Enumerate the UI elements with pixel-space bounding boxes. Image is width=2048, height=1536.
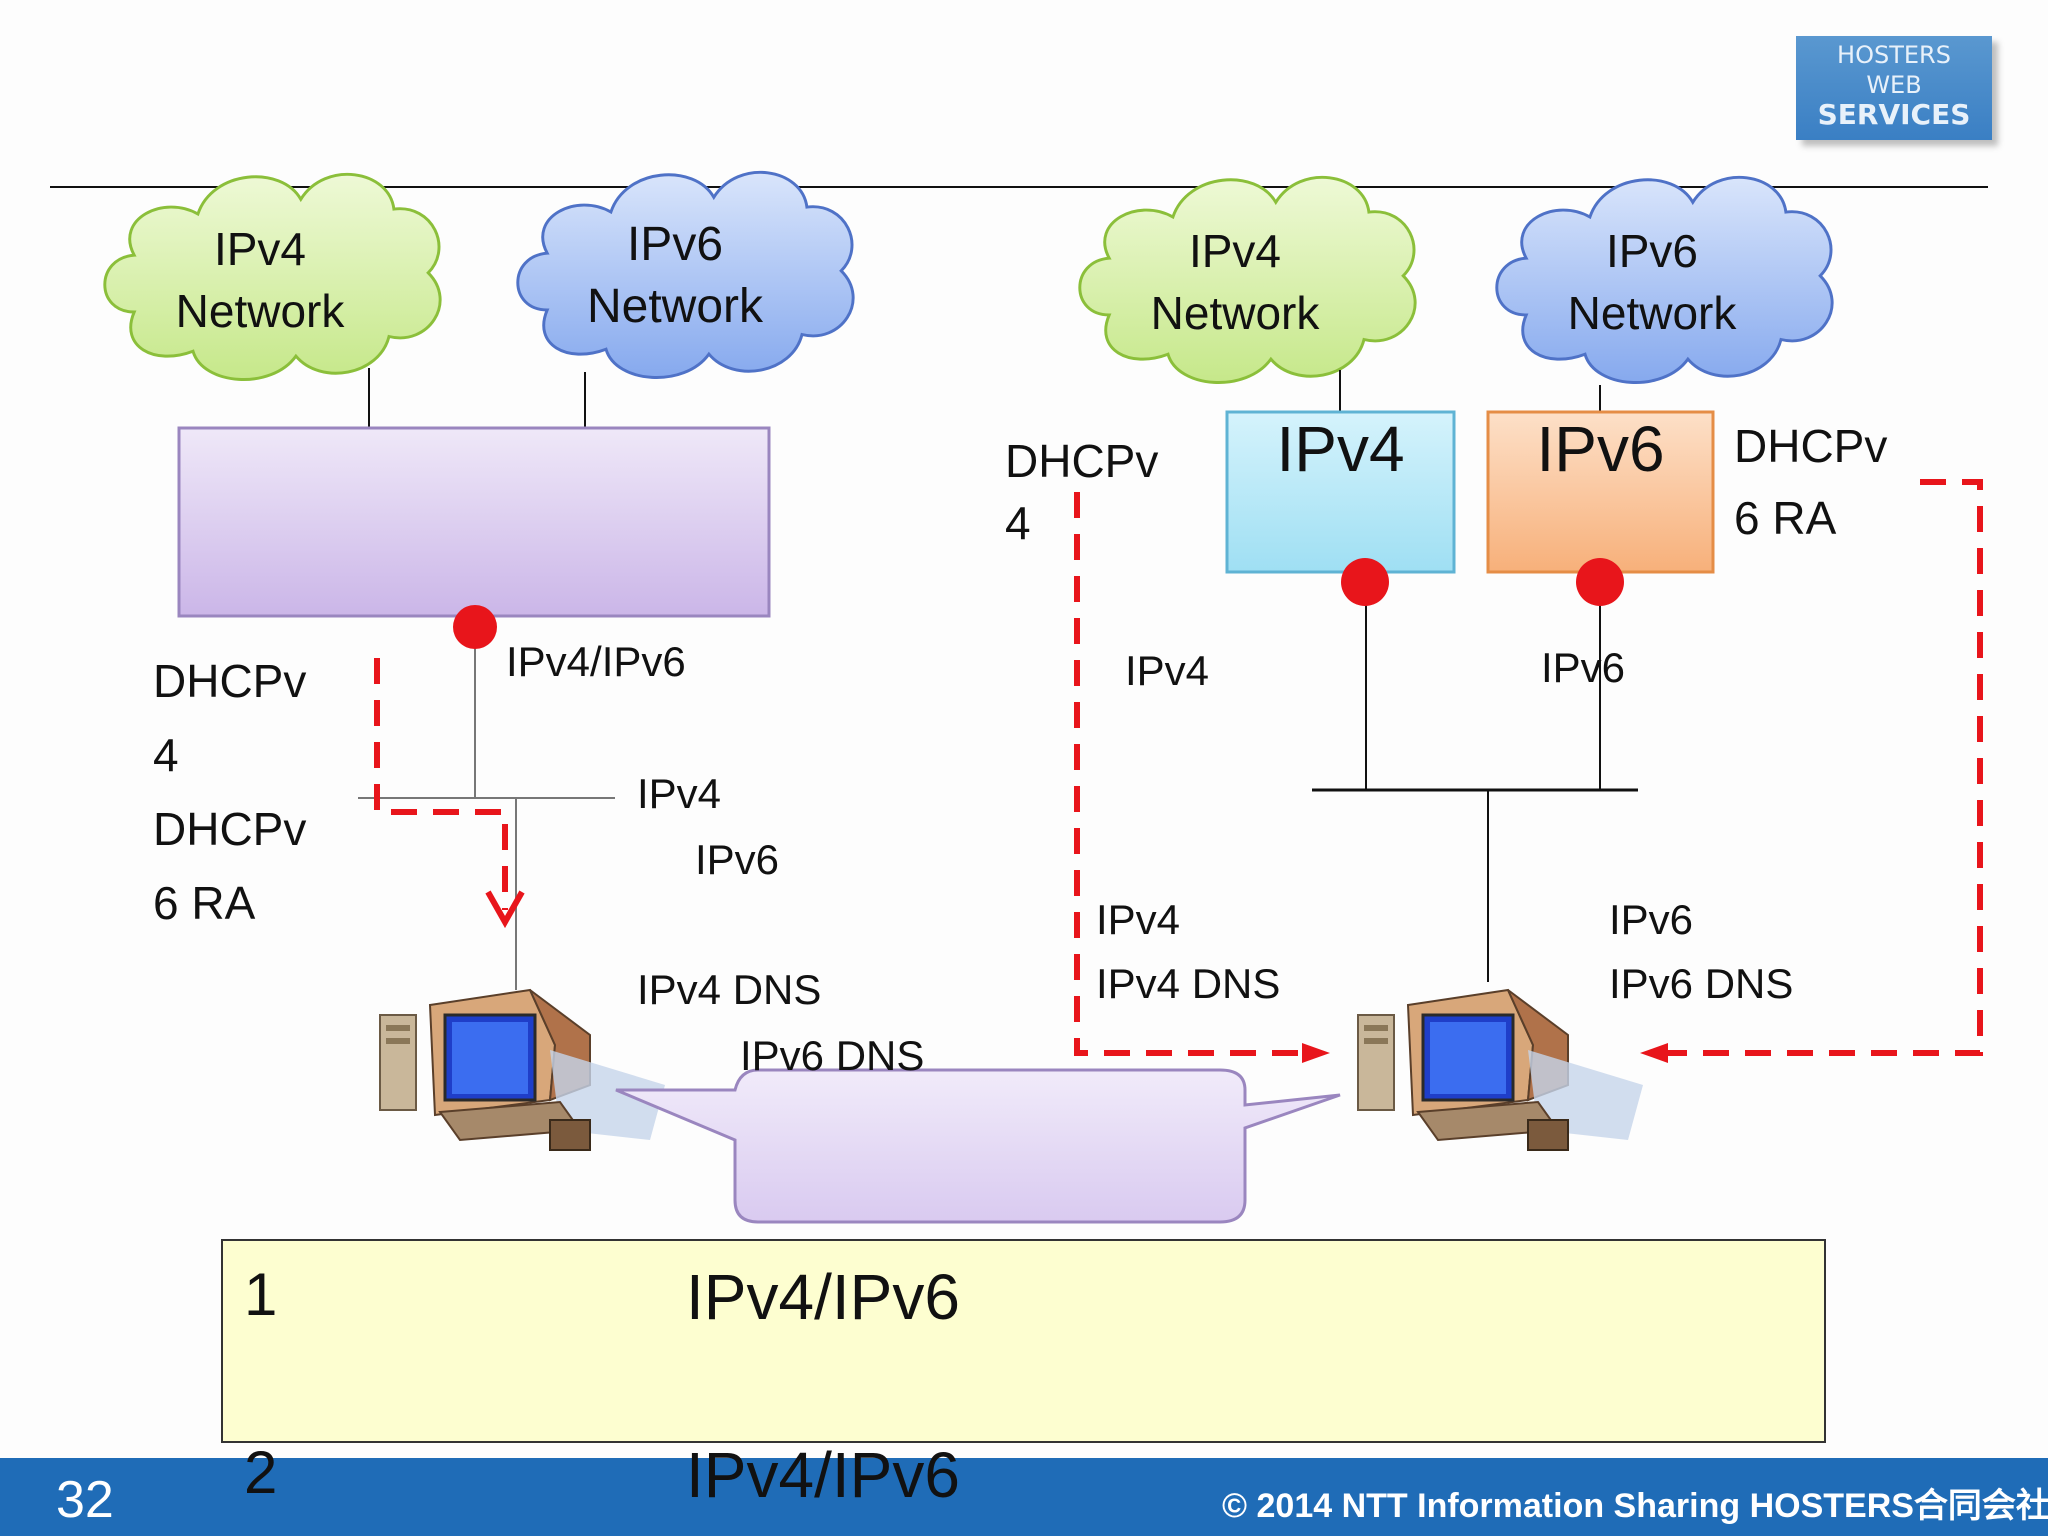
left-ipv4-cloud-line2: Network [175, 285, 345, 337]
note-box [221, 1239, 1826, 1443]
note-row2-number: 2 [244, 1439, 278, 1506]
right-link-ipv4: IPv4 [1125, 647, 1210, 694]
right-dhcpv6-label: DHCPv 6 RA [1734, 410, 1887, 554]
right-ipv6-port-dot [1576, 558, 1624, 606]
right-dhcpv4-arrow [1074, 492, 1310, 1056]
left-addr-ipv6: IPv6 [695, 836, 780, 883]
left-dhcp-line1: DHCPv [153, 655, 307, 707]
left-client-pc [378, 988, 667, 1152]
note-row2-text: IPv4/IPv6 [686, 1439, 960, 1511]
note-row1-number: 1 [244, 1261, 278, 1328]
left-dhcp-line2: 4 [153, 729, 179, 781]
callout-bubble [615, 1068, 1341, 1224]
note-row1-text: IPv4/IPv6 [686, 1261, 960, 1333]
right-ipv4-cloud-line2: Network [1150, 287, 1320, 339]
right-dhcpv4-line1: DHCPv [1005, 435, 1159, 487]
logo-line-2: WEB [1866, 71, 1922, 99]
right-client-pc [1356, 988, 1645, 1152]
right-dhcpv6-arrow [1660, 479, 1983, 1056]
right-ipv6-cloud-line1: IPv6 [1605, 225, 1699, 277]
right-dhcpv6-line2: 6 RA [1734, 492, 1837, 544]
right-ipv6-box-label: IPv6 [1536, 413, 1665, 485]
left-dns-ipv4: IPv4 DNS [637, 966, 822, 1013]
page-number: 32 [56, 1471, 114, 1529]
left-router-port-dot [453, 605, 497, 649]
right-ipv4-port-dot [1341, 558, 1389, 606]
right-dhcpv4-line2: 4 [1005, 497, 1031, 549]
right-ipv6-router-box [1486, 410, 1715, 574]
right-dns-ipv6: IPv6 DNS [1609, 960, 1794, 1007]
left-ipv6-cloud-line1: IPv6 [626, 218, 724, 271]
right-addr-ipv6: IPv6 [1609, 896, 1694, 943]
left-ipv4-cloud-line1: IPv4 [213, 223, 307, 275]
right-ipv6-cloud-label: IPv6 Network [1532, 220, 1772, 344]
right-dhcpv6-line1: DHCPv [1734, 420, 1888, 472]
right-ipv4-box-label: IPv4 [1276, 413, 1405, 485]
hosters-logo: HOSTERS WEB SERVICES [1796, 36, 1992, 140]
right-dns-ipv4: IPv4 DNS [1096, 960, 1281, 1007]
right-dhcpv4-label: DHCPv 4 [1005, 430, 1158, 554]
left-ipv4-cloud-label: IPv4 Network [140, 218, 380, 342]
right-addr-ipv4: IPv4 [1096, 896, 1181, 943]
right-link-ipv6: IPv6 [1541, 644, 1626, 691]
right-ipv4-cloud-label: IPv4 Network [1115, 220, 1355, 344]
left-dhcp-label: DHCPv 4 DHCPv 6 RA [153, 644, 306, 940]
right-ipv4-cloud-line1: IPv4 [1188, 225, 1282, 277]
left-ipv6-cloud-label: IPv6 Network [555, 214, 795, 338]
left-dns-ipv6: IPv6 DNS [740, 1032, 925, 1079]
left-router-box [177, 426, 771, 618]
footer-bar [0, 1458, 2048, 1536]
logo-line-1: HOSTERS [1837, 41, 1951, 69]
left-addr-ipv4: IPv4 [637, 770, 722, 817]
copyright: © 2014 NTT Information Sharing HOSTERS合同… [1222, 1487, 2048, 1525]
left-router-port-label: IPv4/IPv6 [506, 638, 686, 685]
right-ipv6-cloud-line2: Network [1567, 287, 1737, 339]
right-ipv4-router-box [1225, 410, 1456, 574]
left-dhcp-line3: DHCPv [153, 803, 307, 855]
left-ipv6-cloud-line2: Network [586, 280, 764, 333]
left-dhcp-arrow [374, 658, 508, 910]
logo-line-3: SERVICES [1817, 98, 1971, 131]
left-dhcp-line4: 6 RA [153, 877, 256, 929]
